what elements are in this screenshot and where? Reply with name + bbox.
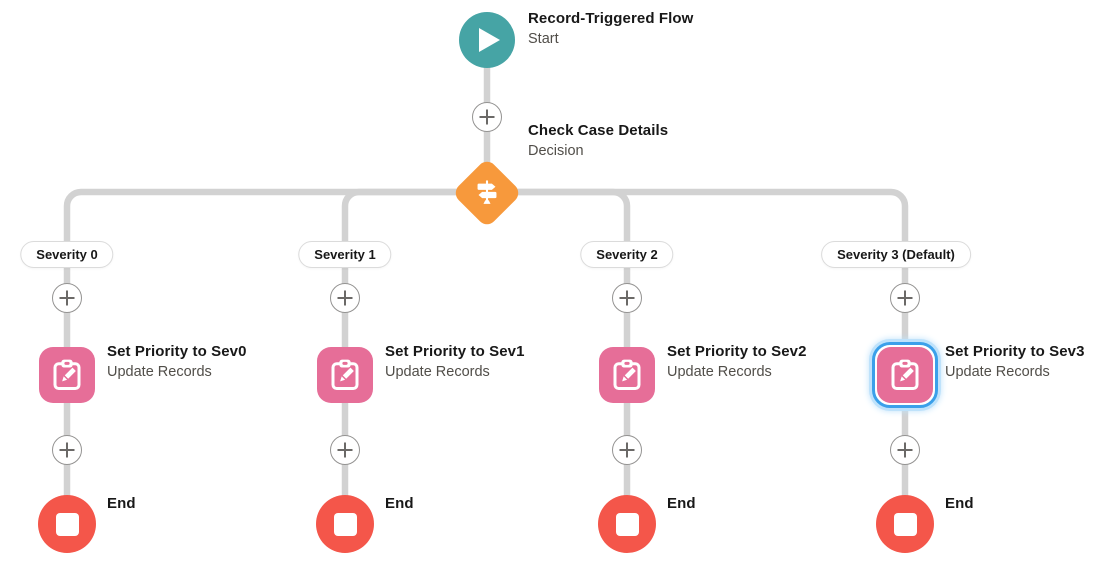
add-element-button[interactable] (330, 435, 360, 465)
decision-node-label: Check Case Details Decision (528, 121, 668, 161)
update-records-node[interactable] (594, 342, 660, 408)
end-node[interactable] (598, 495, 656, 553)
stop-square-icon (55, 512, 79, 536)
update-records-node-label: Set Priority to Sev3 Update Records (945, 343, 1085, 380)
add-element-button[interactable] (52, 435, 82, 465)
branch-label-pill: Severity 2 (580, 241, 674, 268)
start-node[interactable] (459, 12, 515, 68)
decision-title: Check Case Details (528, 122, 669, 139)
add-element-button[interactable] (330, 283, 360, 313)
update-records-node[interactable] (872, 342, 938, 408)
end-node[interactable] (876, 495, 934, 553)
update-records-node-label: Set Priority to Sev1 Update Records (385, 343, 525, 380)
clipboard-pencil-icon (613, 359, 641, 390)
end-node-label: End (385, 495, 414, 512)
decision-subtitle: Decision (528, 143, 584, 159)
add-element-button[interactable] (890, 435, 920, 465)
add-element-button[interactable] (890, 283, 920, 313)
start-node-label: Record-Triggered Flow Start (528, 9, 693, 49)
update-records-node[interactable] (312, 342, 378, 408)
clipboard-pencil-icon (53, 359, 81, 390)
branch-label-pill: Severity 0 (20, 241, 114, 268)
end-node-label: End (667, 495, 696, 512)
add-element-button[interactable] (612, 435, 642, 465)
end-node[interactable] (316, 495, 374, 553)
end-node-label: End (107, 495, 136, 512)
update-records-node[interactable] (34, 342, 100, 408)
end-node[interactable] (38, 495, 96, 553)
stop-square-icon (333, 512, 357, 536)
add-element-button[interactable] (52, 283, 82, 313)
branch-label-pill: Severity 3 (Default) (821, 241, 971, 268)
start-subtitle: Start (528, 31, 559, 47)
clipboard-pencil-icon (331, 359, 359, 390)
add-element-button[interactable] (472, 102, 502, 132)
branch-label-pill: Severity 1 (298, 241, 392, 268)
update-records-node-label: Set Priority to Sev2 Update Records (667, 343, 807, 380)
clipboard-pencil-icon (891, 359, 919, 390)
play-icon (478, 28, 500, 52)
end-node-label: End (945, 495, 974, 512)
add-element-button[interactable] (612, 283, 642, 313)
decision-node[interactable] (451, 157, 523, 229)
stop-square-icon (615, 512, 639, 536)
signpost-icon (477, 180, 497, 204)
update-records-node-label: Set Priority to Sev0 Update Records (107, 343, 247, 380)
start-title: Record-Triggered Flow (528, 10, 694, 27)
stop-square-icon (893, 512, 917, 536)
